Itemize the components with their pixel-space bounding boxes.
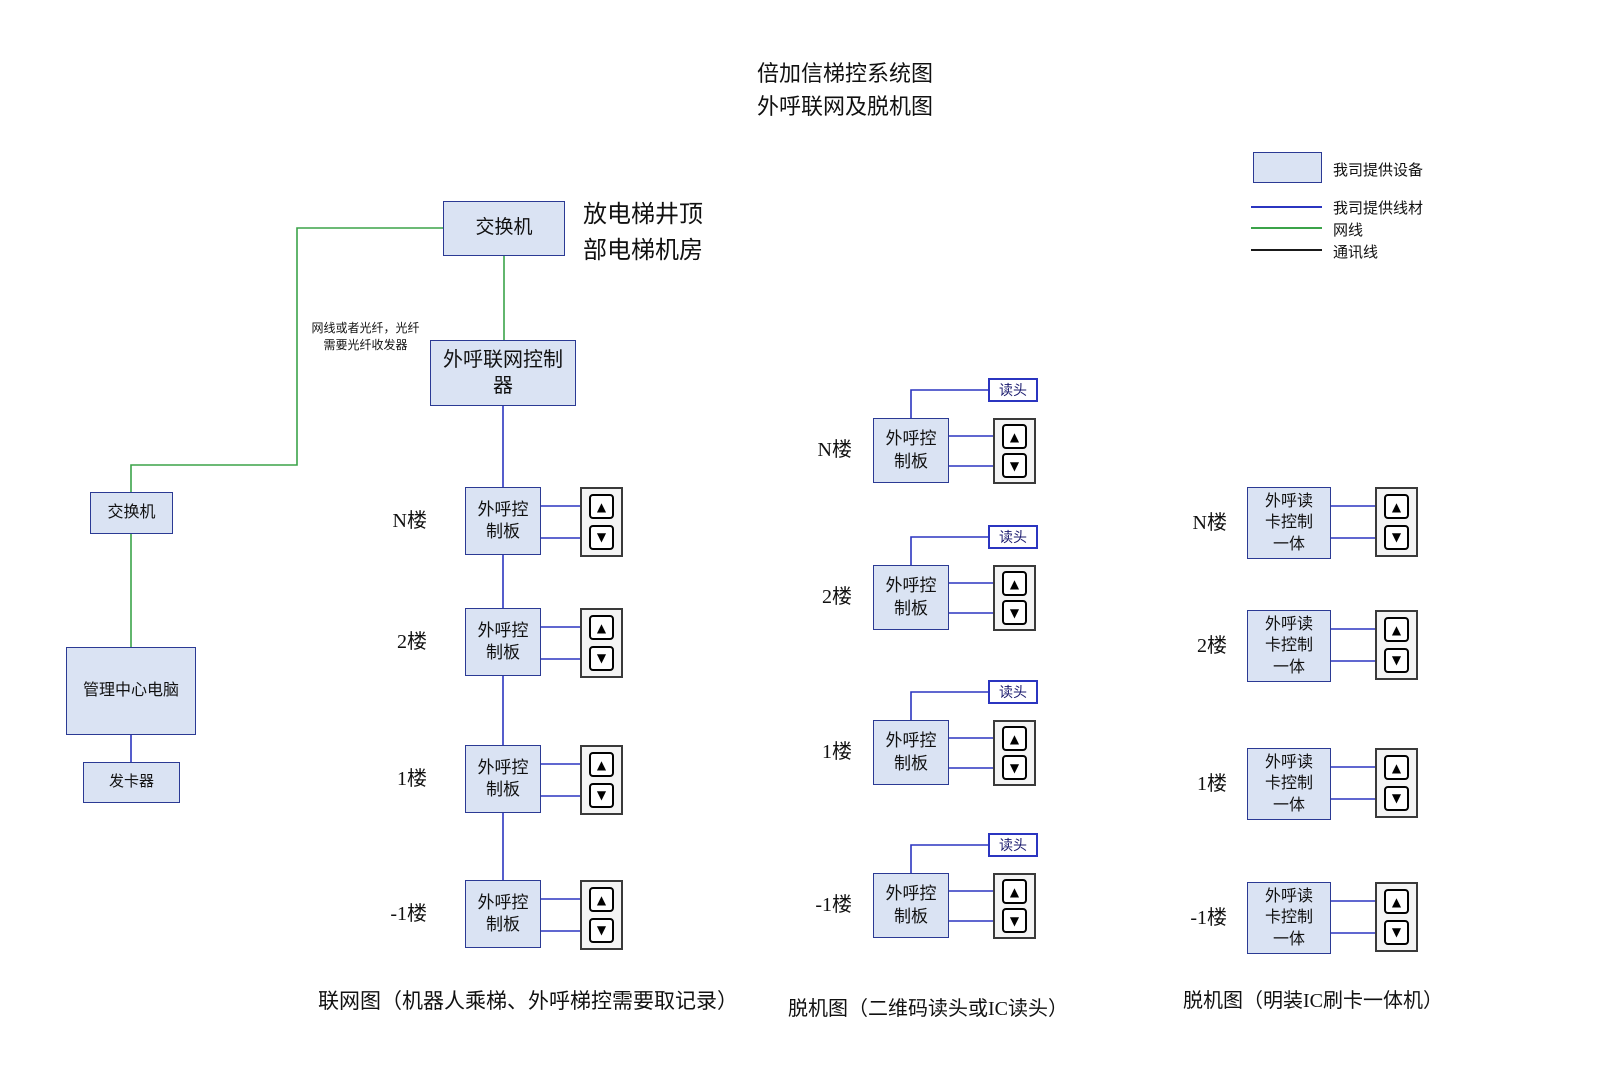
down-button-icon: ▼	[589, 524, 614, 550]
reader-box: 读头	[988, 833, 1038, 857]
floor-label: 1楼	[822, 741, 852, 763]
blue-cable-reader	[910, 844, 988, 873]
call-button-panel: ▲ ▼	[1375, 882, 1418, 952]
floor-label: -1楼	[1190, 907, 1227, 929]
legend-green-line	[1251, 227, 1322, 229]
hall-call-board: 外呼控 制板	[873, 720, 949, 785]
legend-black-line	[1251, 249, 1322, 251]
hall-call-board: 外呼控 制板	[873, 565, 949, 630]
legend-device-label: 我司提供设备	[1333, 163, 1424, 179]
call-button-panel: ▲ ▼	[993, 720, 1036, 786]
up-button-icon: ▲	[589, 494, 614, 520]
up-button-icon: ▲	[1384, 617, 1409, 643]
legend-network-cable-label: 网线	[1333, 223, 1364, 239]
left-switch-box: 交换机	[90, 492, 173, 534]
down-button-icon: ▼	[1384, 919, 1409, 945]
down-button-icon: ▼	[1384, 647, 1409, 673]
floor-label: 2楼	[1197, 635, 1227, 657]
down-button-icon: ▼	[1002, 453, 1027, 478]
call-button-panel: ▲ ▼	[580, 745, 623, 815]
green-cable-left-run	[130, 227, 443, 492]
down-button-icon: ▼	[589, 782, 614, 808]
diagram-title: 倍加信梯控系统图 外呼联网及脱机图	[756, 61, 933, 119]
up-button-icon: ▲	[1002, 424, 1027, 449]
card-issuer-box: 发卡器	[83, 762, 180, 803]
reader-box: 读头	[988, 525, 1038, 549]
hall-call-board: 外呼控 制板	[465, 487, 541, 555]
offline-reader-caption: 脱机图（二维码读头或IC读头）	[788, 998, 1068, 1020]
blue-cable-reader	[910, 691, 988, 720]
call-button-panel: ▲ ▼	[1375, 487, 1418, 557]
legend-comm-cable-label: 通讯线	[1333, 245, 1379, 261]
call-button-panel: ▲ ▼	[580, 487, 623, 557]
down-button-icon: ▼	[1384, 524, 1409, 550]
up-button-icon: ▲	[1384, 494, 1409, 520]
floor-label: -1楼	[815, 894, 852, 916]
down-button-icon: ▼	[1384, 785, 1409, 811]
call-button-panel: ▲ ▼	[993, 418, 1036, 484]
call-button-panel: ▲ ▼	[993, 873, 1036, 939]
up-button-icon: ▲	[1002, 726, 1027, 751]
up-button-icon: ▲	[589, 752, 614, 778]
legend-blue-line	[1251, 206, 1322, 208]
floor-label: 2楼	[397, 631, 427, 653]
floor-label: N楼	[392, 510, 427, 532]
down-button-icon: ▼	[1002, 908, 1027, 933]
up-button-icon: ▲	[1002, 571, 1027, 596]
up-button-icon: ▲	[1384, 755, 1409, 781]
top-switch-box: 交换机	[443, 201, 565, 256]
allinone-unit: 外呼读 卡控制 一体	[1247, 748, 1331, 820]
up-button-icon: ▲	[589, 887, 614, 913]
hall-call-board: 外呼控 制板	[873, 873, 949, 938]
call-button-panel: ▲ ▼	[1375, 748, 1418, 818]
up-button-icon: ▲	[589, 615, 614, 641]
legend-device-swatch	[1253, 152, 1322, 183]
floor-label: 1楼	[1197, 773, 1227, 795]
floor-label: N楼	[1192, 512, 1227, 534]
hall-call-board: 外呼控 制板	[465, 745, 541, 813]
machine-room-note: 放电梯井顶 部电梯机房	[583, 202, 703, 264]
call-button-panel: ▲ ▼	[1375, 610, 1418, 680]
floor-label: 1楼	[397, 768, 427, 790]
reader-box: 读头	[988, 378, 1038, 402]
down-button-icon: ▼	[1002, 600, 1027, 625]
hall-call-board: 外呼控 制板	[873, 418, 949, 483]
allinone-unit: 外呼读 卡控制 一体	[1247, 882, 1331, 954]
network-diagram-caption: 联网图（机器人乘梯、外呼梯控需要取记录）	[318, 989, 738, 1013]
hall-call-board: 外呼控 制板	[465, 880, 541, 948]
cable-note: 网线或者光纤，光纤 需要光纤收发器	[311, 321, 420, 353]
blue-cable-reader	[910, 536, 988, 565]
call-button-panel: ▲ ▼	[580, 880, 623, 950]
floor-label: N楼	[817, 439, 852, 461]
call-button-panel: ▲ ▼	[580, 608, 623, 678]
management-pc-box: 管理中心电脑	[66, 647, 196, 735]
allinone-unit: 外呼读 卡控制 一体	[1247, 610, 1331, 682]
network-controller-box: 外呼联网控制 器	[430, 340, 576, 406]
offline-allinone-caption: 脱机图（明装IC刷卡一体机）	[1183, 990, 1443, 1012]
down-button-icon: ▼	[589, 645, 614, 671]
blue-cable-reader	[910, 389, 988, 418]
call-button-panel: ▲ ▼	[993, 565, 1036, 631]
up-button-icon: ▲	[1002, 879, 1027, 904]
up-button-icon: ▲	[1384, 889, 1409, 915]
legend-our-cable-label: 我司提供线材	[1333, 201, 1424, 217]
down-button-icon: ▼	[589, 917, 614, 943]
hall-call-board: 外呼控 制板	[465, 608, 541, 676]
floor-label: -1楼	[390, 903, 427, 925]
floor-label: 2楼	[822, 586, 852, 608]
reader-box: 读头	[988, 680, 1038, 704]
down-button-icon: ▼	[1002, 755, 1027, 780]
allinone-unit: 外呼读 卡控制 一体	[1247, 487, 1331, 559]
